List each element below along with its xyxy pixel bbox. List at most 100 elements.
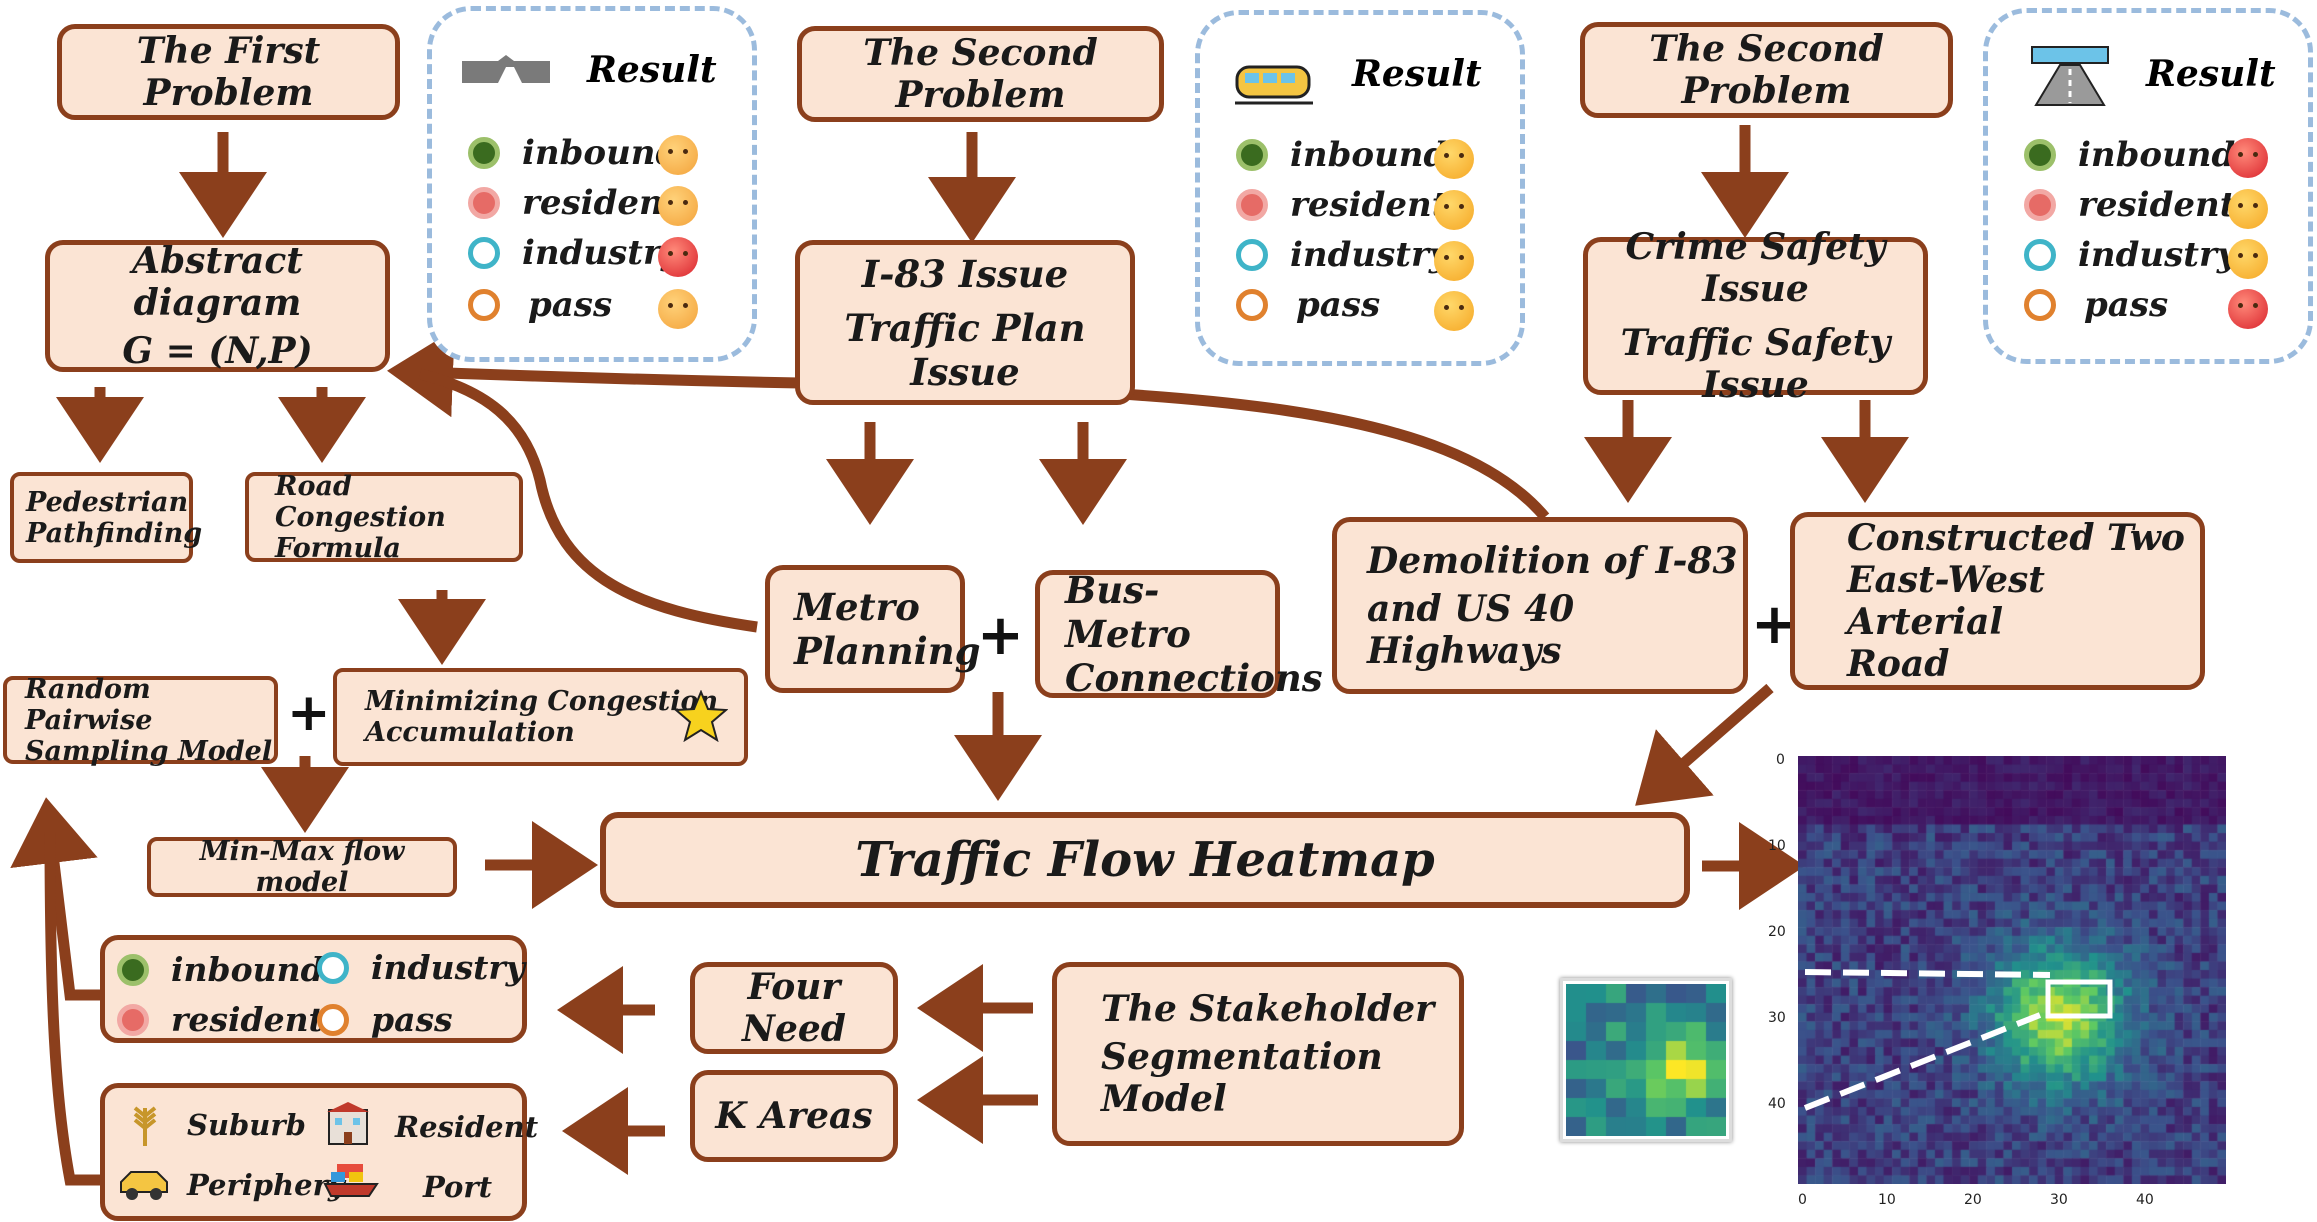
four-need-box: Four Need	[690, 962, 898, 1054]
y-tick: 0	[1776, 752, 1785, 768]
metro-planning-box: Metro Planning	[765, 565, 980, 693]
segmentation-model-label: Segmentation Model	[1101, 1036, 1383, 1120]
legend-pass-3: pass	[2024, 285, 2168, 325]
constructed-label: Constructed Two	[1847, 517, 2185, 559]
x-tick: 30	[2050, 1192, 2068, 1208]
pass-dot	[468, 289, 500, 321]
bridge-icon	[460, 53, 552, 87]
zoom-canvas	[1566, 984, 1726, 1136]
resident-dot	[117, 1003, 149, 1036]
legend-industry-1: industry	[468, 233, 681, 273]
port-label: Port	[423, 1170, 493, 1204]
demolition-box: Demolition of I-83 and US 40 Highways	[1332, 517, 1748, 694]
legend-pass-2: pass	[1236, 285, 1380, 325]
y-tick: 10	[1768, 838, 1786, 854]
pedestrian-pathfinding-box: Pedestrian Pathfinding	[10, 472, 203, 563]
formula-label: Formula	[275, 532, 401, 564]
result-label-3: Result	[2146, 53, 2276, 95]
crime-safety-box: Crime Safety Issue Traffic Safety Issue	[1583, 226, 1928, 406]
angry-face-icon	[658, 237, 698, 277]
x-tick: 10	[1878, 1192, 1896, 1208]
road-label: Road	[1847, 643, 1950, 685]
pass-dot	[1236, 289, 1268, 321]
resident-dot	[1236, 189, 1268, 221]
resident-area-label: Resident	[395, 1110, 539, 1144]
legend-resident-3: resident	[2024, 185, 2235, 225]
legend-industry: industry	[317, 948, 525, 987]
result-panel-2: Result inbound resident industry pass	[1195, 10, 1525, 366]
second-problem-label-2: The Second Problem	[1649, 28, 1884, 112]
abstract-diagram-label: Abstract diagram	[132, 240, 303, 324]
metro-label: Metro	[794, 585, 920, 629]
traffic-flow-heatmap-label: Traffic Flow Heatmap	[855, 832, 1435, 888]
minimizing-congestion-box: Minimizing Congestion Accumulation	[333, 668, 748, 766]
wheat-icon	[133, 1106, 157, 1146]
abstract-diagram-box: Abstract diagram G = (N,P)	[45, 240, 390, 372]
highway-icon	[2030, 45, 2110, 107]
second-problem-box-1: The Second Problem	[797, 26, 1164, 122]
suburb-label: Suburb	[187, 1108, 306, 1142]
inbound-dot	[1236, 139, 1268, 171]
four-need-label: Four Need	[742, 966, 846, 1050]
industry-dot	[317, 951, 349, 984]
areas-legend-box: Suburb Resident Periphery Port	[100, 1083, 538, 1221]
second-problem-box-2: The Second Problem	[1580, 22, 1953, 118]
angry-face-icon	[2228, 138, 2268, 178]
demolition-label: Demolition of I-83	[1367, 539, 1738, 582]
highways-label: and US 40 Highways	[1367, 587, 1575, 672]
x-tick: 40	[2136, 1192, 2154, 1208]
inbound-dot	[2024, 139, 2056, 171]
abstract-diagram-formula: G = (N,P)	[122, 330, 313, 372]
pass-dot	[2024, 289, 2056, 321]
pedestrian-label: Pedestrian	[26, 486, 189, 518]
industry-dot	[468, 237, 500, 269]
sad-face-icon	[658, 186, 698, 226]
angry-face-icon	[2228, 289, 2268, 329]
heatmap-zoom-inset	[1560, 978, 1732, 1142]
industry-dot	[1236, 239, 1268, 271]
legend-resident-1: resident	[468, 183, 679, 223]
inbound-dot	[117, 953, 149, 986]
road-congestion-box: Road Congestion Formula	[245, 471, 523, 564]
pass-dot	[317, 1003, 349, 1036]
heatmap-canvas	[1798, 756, 2226, 1184]
accumulation-label: Accumulation	[365, 717, 575, 748]
legend-industry-2: industry	[1236, 235, 1449, 275]
stakeholder-model-box: The Stakeholder Segmentation Model	[1052, 962, 1464, 1146]
smiling-hearts-face-icon	[2228, 189, 2268, 229]
plus-sign: +	[977, 603, 1024, 668]
resident-dot	[2024, 189, 2056, 221]
legend-pass-1: pass	[468, 285, 612, 325]
y-tick: 30	[1768, 1010, 1786, 1026]
bus-metro-label: Bus-Metro	[1065, 568, 1191, 656]
first-problem-box: The First Problem	[57, 24, 400, 120]
smile-face-icon	[1434, 291, 1474, 331]
random-pairwise-box: Random Pairwise Sampling Model	[3, 674, 278, 767]
traffic-safety-label: Traffic Safety Issue	[1620, 322, 1891, 406]
legend-inbound-2: inbound	[1236, 135, 1447, 175]
legend-resident-2: resident	[1236, 185, 1447, 225]
second-problem-label-1: The Second Problem	[863, 32, 1098, 116]
result-panel-1: Result inbound resident industry pass	[427, 6, 757, 362]
stakeholder-label: The Stakeholder	[1101, 988, 1435, 1030]
smile-face-icon	[1434, 241, 1474, 281]
pathfinding-label: Pathfinding	[26, 517, 203, 549]
legend-industry-3: industry	[2024, 235, 2237, 275]
crime-safety-label: Crime Safety Issue	[1625, 226, 1886, 310]
traffic-plan-issue-label: Traffic Plan Issue	[844, 305, 1086, 394]
smiling-hearts-face-icon	[1434, 139, 1474, 179]
connections-label: Connections	[1065, 656, 1323, 700]
y-tick: 20	[1768, 924, 1786, 940]
car-icon	[120, 1171, 168, 1200]
traffic-flow-heatmap-box: Traffic Flow Heatmap	[600, 812, 1690, 908]
bus-metro-box: Bus-Metro Connections	[1035, 568, 1323, 700]
constructed-road-box: Constructed Two East-West Arterial Road	[1790, 512, 2205, 690]
industry-dot	[2024, 239, 2056, 271]
min-max-flow-label: Min-Max flow model	[199, 836, 405, 898]
x-tick: 0	[1798, 1192, 1807, 1208]
y-tick: 40	[1768, 1096, 1786, 1112]
plus-sign: +	[287, 683, 331, 743]
ship-icon	[323, 1164, 379, 1197]
needs-legend-box: inbound industry resident pass	[100, 935, 527, 1043]
